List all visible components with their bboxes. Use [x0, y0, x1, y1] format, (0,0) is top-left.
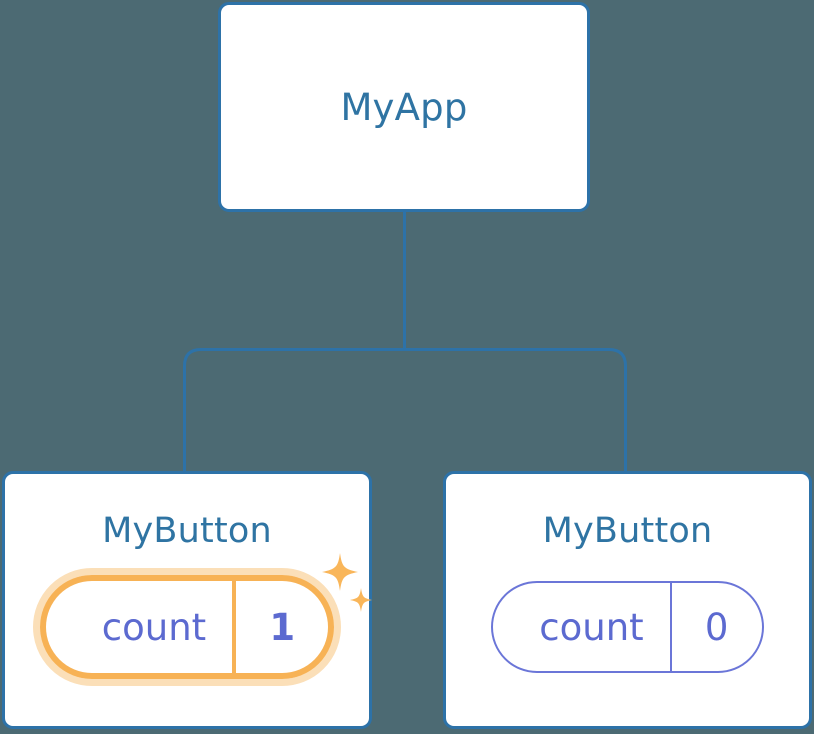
- highlight-glow: [32, 568, 342, 686]
- state-pill-wrap-2: count 0: [491, 581, 764, 673]
- state-pill-highlight-1: count 1: [32, 553, 373, 686]
- node-title-mybutton-1: MyButton: [102, 511, 272, 551]
- highlight-ring: [39, 575, 335, 679]
- node-card-mybutton-1[interactable]: MyButton count 1: [2, 471, 373, 729]
- state-pill-wrap-1: count 1: [32, 553, 373, 686]
- sparkle-small-icon: [350, 588, 373, 612]
- state-pill-value-2: 0: [669, 583, 762, 671]
- sparkle-large-icon: [322, 553, 359, 591]
- node-title-root: MyApp: [340, 85, 468, 129]
- node-card-root[interactable]: MyApp: [218, 2, 590, 212]
- state-pill-key-2: count: [539, 605, 644, 649]
- state-pill-value-1: 1: [232, 581, 328, 673]
- connector-children-bracket: [183, 348, 627, 471]
- state-pill-2[interactable]: count 0: [491, 581, 764, 673]
- state-pill-key-1: count: [101, 605, 207, 649]
- node-card-mybutton-2[interactable]: MyButton count 0: [443, 471, 812, 729]
- state-pill-1[interactable]: count 1: [45, 581, 329, 673]
- node-title-mybutton-2: MyButton: [542, 511, 713, 551]
